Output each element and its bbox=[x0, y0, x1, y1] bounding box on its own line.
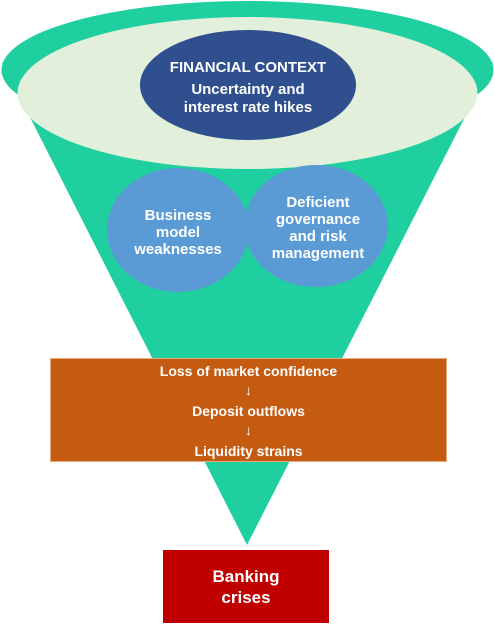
financial-context-subtitle: Uncertainty and interest rate hikes bbox=[148, 81, 348, 117]
down-arrow-icon: ↓ bbox=[245, 382, 252, 398]
business-model-circle bbox=[107, 168, 249, 292]
governance-label-line: Deficient bbox=[286, 194, 350, 211]
banking-crises-label: Banking crises bbox=[163, 566, 329, 608]
governance-label-line: management bbox=[271, 245, 365, 262]
deposit-outflows-label: Deposit outflows bbox=[192, 403, 305, 419]
business-model-label-line: weaknesses bbox=[134, 241, 222, 258]
banking-crises-box bbox=[163, 550, 329, 623]
financial-context-title: FINANCIAL CONTEXT bbox=[169, 59, 327, 76]
financial-context-ellipse bbox=[140, 30, 356, 140]
funnel-cone bbox=[2, 62, 493, 545]
transmission-bar bbox=[50, 358, 447, 462]
governance-label-line: and risk bbox=[289, 228, 347, 245]
business-model-label: Business model weaknesses bbox=[118, 207, 238, 258]
business-model-label-line: model bbox=[155, 224, 201, 241]
loss-of-confidence-label: Loss of market confidence bbox=[159, 363, 338, 379]
governance-label-line: governance bbox=[275, 211, 361, 228]
governance-circle bbox=[244, 165, 388, 287]
governance-label: Deficient governance and risk management bbox=[252, 194, 384, 262]
business-model-label-line: Business bbox=[144, 207, 212, 224]
down-arrow-icon: ↓ bbox=[245, 422, 252, 438]
financial-context-subtitle-line: interest rate hikes bbox=[183, 99, 313, 116]
financial-context-subtitle-line: Uncertainty and bbox=[191, 81, 305, 98]
banking-crises-label-line: Banking bbox=[212, 567, 280, 586]
banking-crises-label-line: crises bbox=[221, 588, 271, 607]
liquidity-strains-label: Liquidity strains bbox=[194, 443, 303, 459]
